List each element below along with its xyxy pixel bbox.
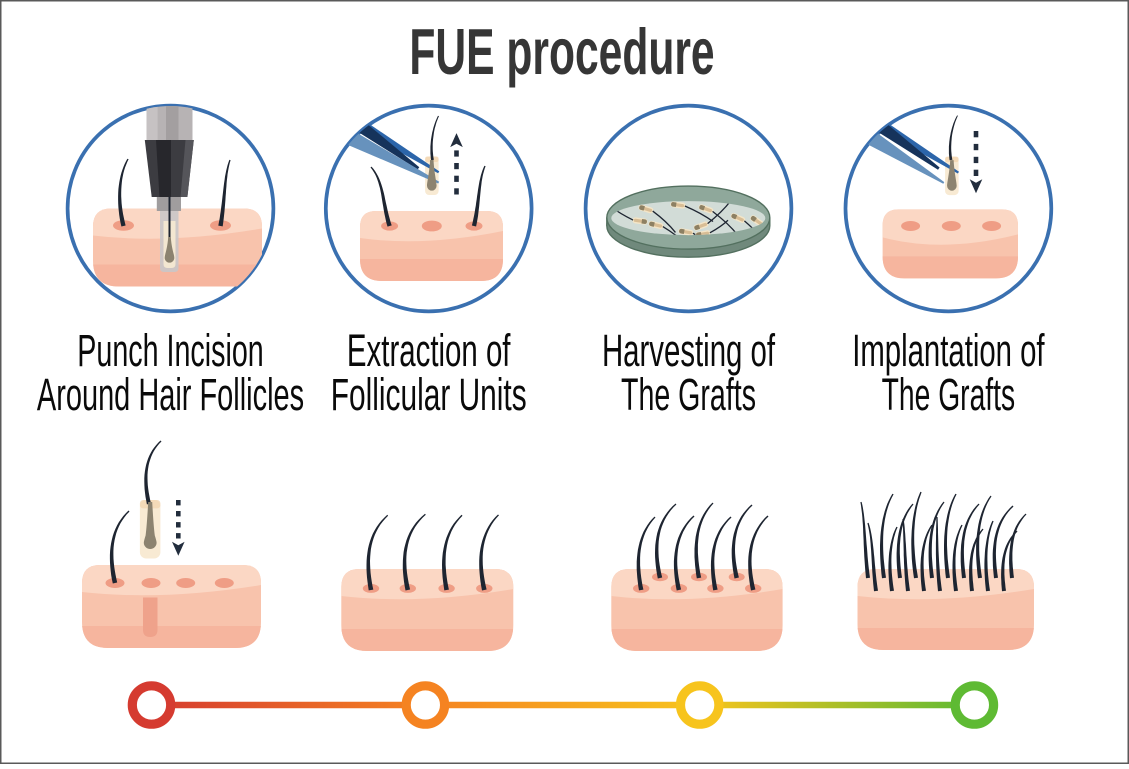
svg-text:Harvesting of: Harvesting of [602, 327, 775, 377]
svg-text:Follicular Units: Follicular Units [331, 370, 527, 421]
svg-text:The Grafts: The Grafts [882, 369, 1015, 419]
svg-text:Punch Incision: Punch Incision [77, 325, 263, 375]
svg-text:Implantation of: Implantation of [852, 327, 1045, 377]
svg-text:FUE procedure: FUE procedure [409, 15, 714, 88]
svg-text:Around Hair Follicles: Around Hair Follicles [37, 371, 304, 421]
svg-text:The Grafts: The Grafts [621, 369, 756, 419]
svg-text:Extraction of: Extraction of [347, 327, 511, 377]
